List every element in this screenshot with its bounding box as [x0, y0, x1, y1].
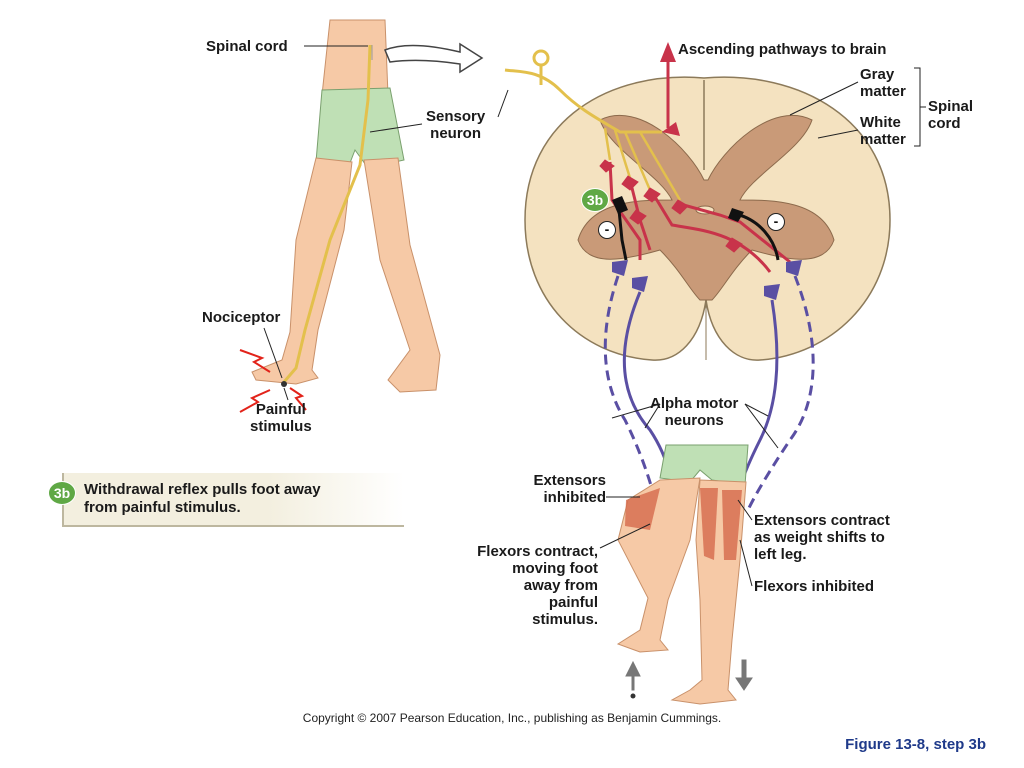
label-ascending-pathways: Ascending pathways to brain [678, 41, 887, 58]
spinal-cord-cross-section [524, 76, 891, 361]
pain-bolt [239, 389, 271, 413]
left-person-figure [239, 19, 484, 413]
label-extensors-contract: Extensors contract as weight shifts to l… [754, 512, 890, 563]
label-alpha-line2: neurons [664, 412, 724, 429]
muscle [700, 488, 718, 560]
step-badge-diagram: 3b [581, 188, 609, 212]
label-painful-stimulus: Painful stimulus [250, 401, 312, 435]
label-flex-contract-line4: painful [548, 594, 598, 611]
leader-lines [497, 67, 926, 587]
label-alpha-motor-neurons: Alpha motor neurons [650, 395, 738, 429]
label-flex-contract-line5: stimulus. [532, 611, 598, 628]
sensory-cell-body [532, 49, 550, 67]
label-white-line1: White [860, 114, 901, 131]
inhibitory-symbol-left: - [598, 221, 616, 239]
label-extensors-inhibited: Extensors inhibited [518, 472, 606, 506]
nociceptor-ending [281, 381, 287, 387]
step-line1: Withdrawal reflex pulls foot away [84, 481, 321, 498]
step-badge-box: 3b [48, 481, 76, 505]
pain-bolt [239, 349, 271, 373]
motor-axon-dashed [603, 275, 657, 501]
label-ext-inhib-line2: inhibited [543, 489, 607, 506]
muscle [625, 488, 660, 530]
inhibitory-symbol-right: - [767, 213, 785, 231]
label-flex-contract-line2: moving foot [512, 560, 598, 577]
label-gray-line2: matter [860, 83, 906, 100]
label-gray-matter: Gray matter [860, 66, 906, 100]
label-spinal-line2: cord [928, 115, 961, 132]
label-ext-contract-line3: left leg. [754, 546, 807, 563]
label-ext-contract-line2: as weight shifts to [754, 529, 885, 546]
zoom-arrow [384, 42, 484, 74]
step-explanation-text: Withdrawal reflex pulls foot away from p… [84, 481, 321, 517]
figure-caption: Figure 13-8, step 3b [845, 736, 986, 753]
label-sensory-line2: neuron [430, 125, 482, 142]
label-flex-contract-line1: Flexors contract, [477, 543, 598, 560]
muscle [722, 490, 742, 560]
lower-shorts [659, 444, 749, 486]
pain-bolt [289, 387, 307, 411]
label-flex-contract-line3: away from [523, 577, 598, 594]
label-sensory-neuron: Sensory neuron [426, 108, 485, 142]
label-spinal-line1: Spinal [928, 98, 974, 115]
step-explanation-box: Withdrawal reflex pulls foot away from p… [62, 473, 404, 527]
label-ext-inhib-line1: Extensors [533, 472, 606, 489]
label-nociceptor: Nociceptor [202, 309, 281, 326]
step-line2: from painful stimulus. [84, 499, 241, 516]
label-spinal-cord-bracket: Spinal cord [928, 98, 973, 132]
label-alpha-line1: Alpha motor [650, 395, 739, 412]
label-white-matter: White matter [860, 114, 906, 148]
label-painful-line2: stimulus [250, 418, 312, 435]
label-flexors-inhibited: Flexors inhibited [754, 578, 875, 595]
lower-legs-figure [616, 444, 753, 705]
label-gray-line1: Gray [860, 66, 895, 83]
copyright-notice: Copyright © 2007 Pearson Education, Inc.… [302, 711, 722, 725]
ascending-pathway [660, 42, 680, 136]
label-ext-contract-line1: Extensors contract [754, 512, 890, 529]
label-flexors-contract: Flexors contract, moving foot away from … [448, 543, 598, 628]
label-sensory-line1: Sensory [426, 108, 486, 125]
label-spinal-cord: Spinal cord [206, 38, 288, 55]
motor-axon-dashed [746, 275, 815, 511]
label-painful-line1: Painful [255, 401, 306, 418]
down-arrow [735, 659, 753, 691]
sensory-neuron [504, 49, 682, 201]
label-white-line2: matter [860, 131, 906, 148]
up-arrow [625, 660, 641, 691]
inhibitory-interneurons [612, 196, 780, 261]
